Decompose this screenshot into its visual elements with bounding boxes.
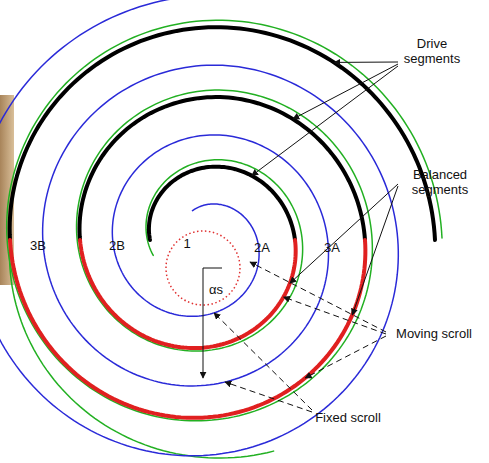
green-wall [7, 20, 442, 421]
chamber-label: 2B [109, 239, 125, 254]
green-wall [9, 240, 273, 458]
leader-line [305, 336, 386, 378]
callout-label: Drive segments [392, 37, 472, 67]
leader-line [290, 184, 398, 283]
leader-line [352, 186, 398, 315]
leader-line [225, 382, 312, 412]
callout-label: Fixed scroll [315, 411, 381, 426]
angle-tick [203, 268, 222, 269]
leader-line [283, 297, 386, 334]
leader-line [334, 62, 398, 63]
callout-label: Balanced segments [400, 168, 480, 198]
angle-label: αs [209, 283, 223, 298]
drive-segment [80, 97, 365, 240]
angle-arrow [203, 268, 204, 378]
leader-line [250, 262, 386, 332]
chamber-label: 3B [30, 239, 46, 254]
drive-segment [149, 167, 295, 240]
callout-label: Moving scroll [396, 327, 472, 342]
chamber-label: 3A [324, 241, 340, 256]
leader-line [252, 66, 398, 176]
balanced-segment [10, 240, 365, 418]
chamber-label: 1 [183, 237, 190, 252]
chamber-label: 2A [254, 241, 270, 256]
fixed-scroll [0, 0, 398, 456]
balanced-segment [80, 240, 296, 348]
leader-line [293, 64, 398, 119]
